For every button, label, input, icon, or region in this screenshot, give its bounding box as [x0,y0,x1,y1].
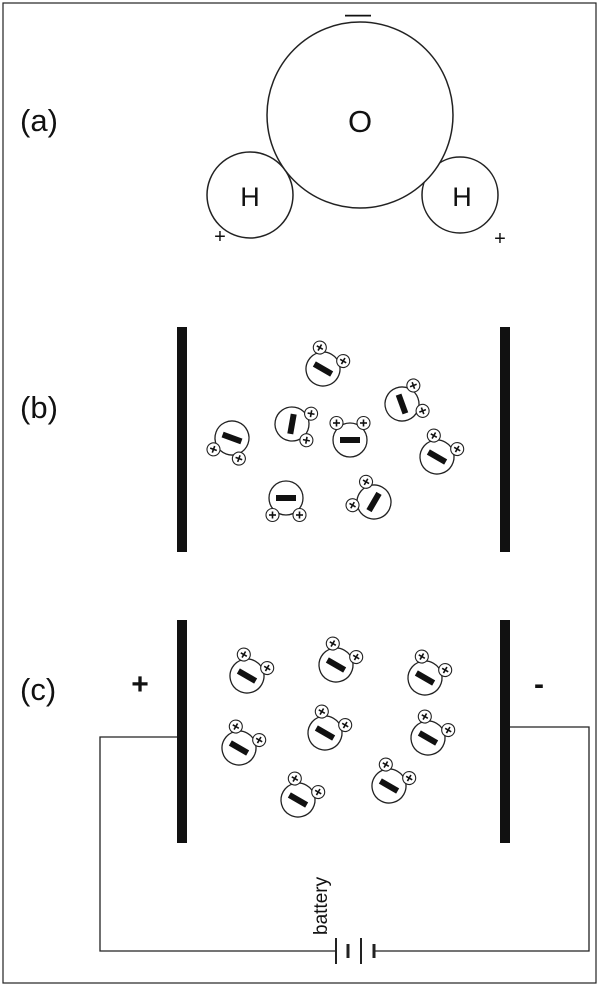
plus-charge [402,770,417,786]
dipole-molecule [410,709,456,756]
oxygen-atom [266,21,454,209]
dipole-molecule [419,428,465,475]
minus-mark [276,495,296,501]
hydrogen-positive-charge-left: + [214,226,226,248]
minus-mark [287,792,309,808]
positive-plate-sign: + [131,668,149,701]
plus-charge [378,757,393,772]
hydrogen-atom-left [206,151,294,239]
plate-left-c [177,620,187,843]
plus-charge [292,507,307,523]
panel-label-b: (b) [20,390,58,425]
dipole-molecule [318,636,364,683]
dipole-molecule [307,704,353,751]
plus-charge [358,474,374,489]
minus-mark [395,393,409,415]
plus-charge [231,451,246,466]
minus-mark [228,740,250,756]
plus-charge [336,353,351,369]
plus-charge [265,507,280,523]
hydrogen-atom-right [421,156,499,234]
plus-charge [314,704,329,719]
plate-right-c [500,620,510,843]
plus-charge [299,433,314,448]
plus-charge [450,441,465,457]
oxygen-label: O [348,104,372,139]
water-molecule: O H H — + + [206,0,506,250]
dipole-molecule [371,757,417,804]
panel-label-c: (c) [20,672,56,707]
plus-charge [236,647,251,662]
plus-charge [252,732,267,748]
plus-charge [304,406,319,421]
minus-mark [236,668,258,684]
minus-mark [366,491,382,513]
hydrogen-positive-charge-right: + [494,228,506,250]
dipole-molecule [206,420,250,466]
dipole-molecule [305,340,351,387]
plus-charge [345,498,360,513]
plus-charge [311,784,326,800]
dipole-molecule [265,480,307,523]
minus-mark [325,657,347,673]
battery-label: battery [311,876,332,935]
oxygen-negative-charge: — [345,0,371,28]
dipole-molecule [384,378,430,422]
plus-charge [260,660,275,676]
plus-charge [415,403,430,418]
dipole-molecule [345,474,392,520]
plus-charge [228,719,243,734]
plus-charge [438,662,453,678]
plus-charge [206,442,221,457]
panel-label-a: (a) [20,103,58,138]
plus-charge [426,428,441,443]
dipole-molecule [229,647,275,694]
dipole-molecule [274,406,319,448]
minus-mark [221,431,243,445]
plate-left-b [177,327,187,552]
plus-charge [414,649,429,664]
plus-charge [329,415,344,431]
aligned-dipoles [221,636,456,818]
minus-mark [417,730,439,746]
plus-charge [406,378,421,393]
plus-charge [287,771,302,786]
plus-charge [441,722,456,738]
dipole-molecule [221,719,267,766]
minus-mark [287,413,297,435]
random-dipoles [206,340,465,523]
plus-charge [349,649,364,665]
minus-mark [414,670,436,686]
dipole-molecule [280,771,326,818]
plus-charge [312,340,327,355]
wire-left [99,736,336,952]
plus-charge [325,636,340,651]
hydrogen-label-right: H [452,182,472,212]
minus-mark [312,361,334,377]
dipole-molecule [329,415,371,458]
plus-charge [417,709,432,724]
plus-charge [356,415,371,431]
minus-mark [340,437,360,443]
wire-right [374,726,590,952]
plus-charge [338,717,353,733]
plate-right-b [500,327,510,552]
minus-mark [426,449,448,465]
dipole-molecule [407,649,453,696]
negative-plate-sign: - [534,668,544,701]
hydrogen-label-left: H [240,182,260,212]
minus-mark [314,725,336,741]
battery-symbol [335,938,376,964]
minus-mark [378,778,400,794]
